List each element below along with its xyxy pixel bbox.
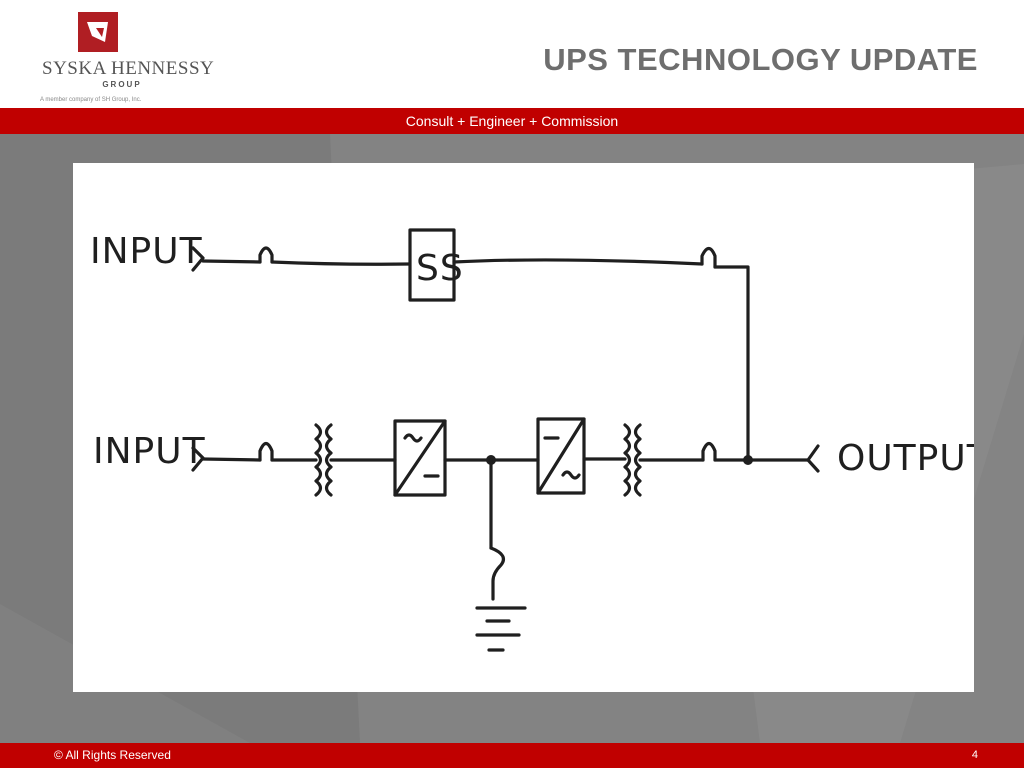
- transformer-icon: [314, 423, 333, 497]
- breaker-icon: [258, 441, 274, 462]
- breaker-icon: [700, 246, 717, 269]
- input-top-label: INPUT: [90, 231, 203, 272]
- static-switch-box: [408, 228, 456, 302]
- breaker-icon: [258, 246, 274, 264]
- page-number: 4: [971, 749, 978, 761]
- ac-to-dc-converter-icon: [393, 419, 447, 497]
- logo-mark-icon: [78, 12, 118, 52]
- main-line: [191, 417, 820, 497]
- ups-schematic: INPUT INPUT OUTPUT SS: [90, 228, 974, 652]
- transformer-icon: [623, 423, 642, 497]
- header-bar: Consult + Engineer + Commission: [0, 108, 1024, 134]
- input-bottom-label: INPUT: [93, 431, 206, 472]
- output-junction-node: [743, 455, 753, 465]
- footer-copyright: © All Rights Reserved: [54, 748, 171, 762]
- breaker-icon: [489, 546, 505, 601]
- output-label: OUTPUT: [837, 438, 974, 479]
- static-switch-label: SS: [416, 248, 464, 289]
- breaker-icon: [701, 441, 717, 462]
- footer-bar: © All Rights Reserved 4: [0, 743, 1024, 768]
- battery-branch: [475, 458, 527, 652]
- brand-name: SYSKA HENNESSY: [42, 58, 215, 79]
- battery-icon: [475, 606, 527, 652]
- bypass-line: SS: [191, 228, 750, 460]
- slide-title: UPS TECHNOLOGY UPDATE: [543, 42, 978, 77]
- header-tagline: Consult + Engineer + Commission: [405, 113, 619, 129]
- company-logo: SYSKA HENNESSY GROUP A member company of…: [38, 12, 215, 108]
- brand-tagline: A member company of SH Group, Inc.: [40, 97, 142, 103]
- brand-group: GROUP: [102, 80, 142, 89]
- ups-diagram: INPUT INPUT OUTPUT SS: [73, 163, 974, 692]
- dc-to-ac-converter-icon: [536, 417, 586, 495]
